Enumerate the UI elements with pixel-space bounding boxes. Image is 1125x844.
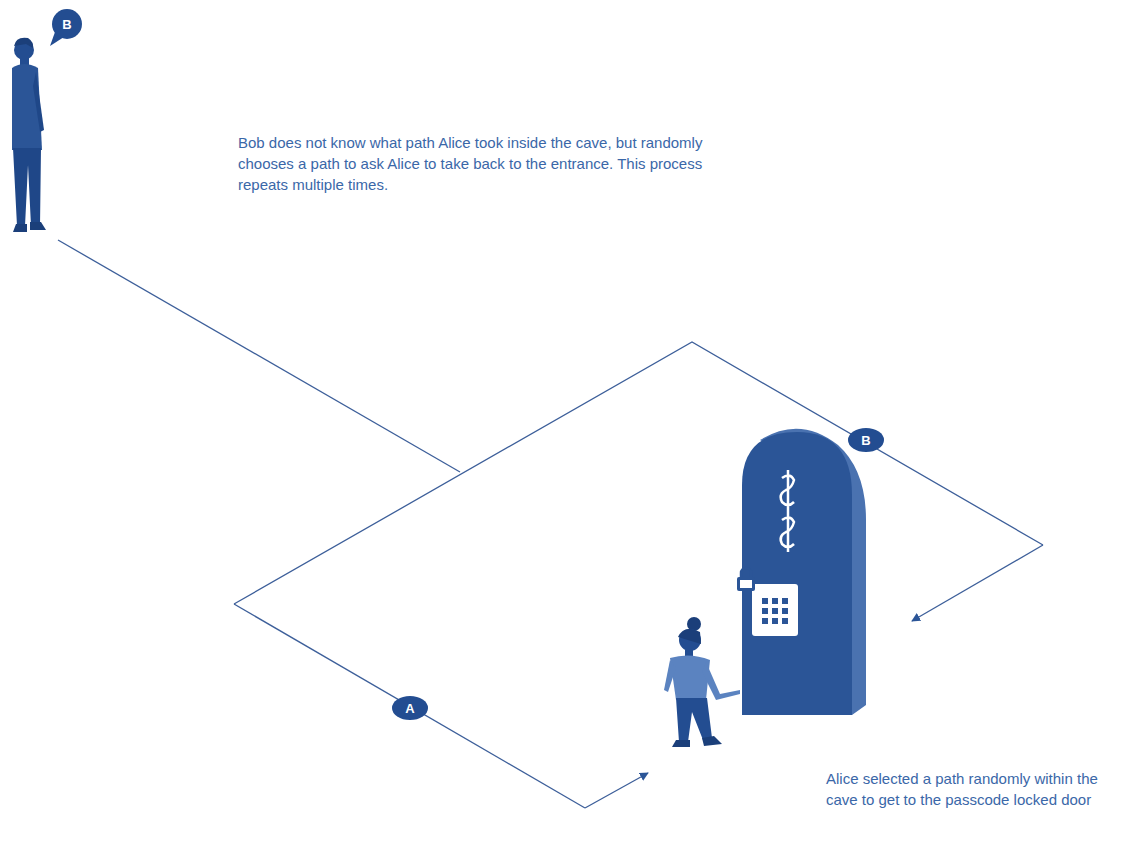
path-marker: A: [392, 696, 428, 720]
description-note: Bob does not know what path Alice took i…: [238, 132, 708, 195]
locked-door: [737, 429, 866, 715]
bob-figure: [12, 38, 46, 232]
path-marker: B: [848, 428, 884, 452]
caption-note: Alice selected a path randomly within th…: [826, 768, 1111, 810]
path-letter: A: [405, 702, 414, 715]
path-letter: B: [861, 434, 870, 447]
cave-path: [58, 240, 1043, 808]
alice-figure: [664, 617, 740, 747]
badge-circle: B: [52, 9, 82, 39]
path-letter: B: [62, 18, 71, 31]
